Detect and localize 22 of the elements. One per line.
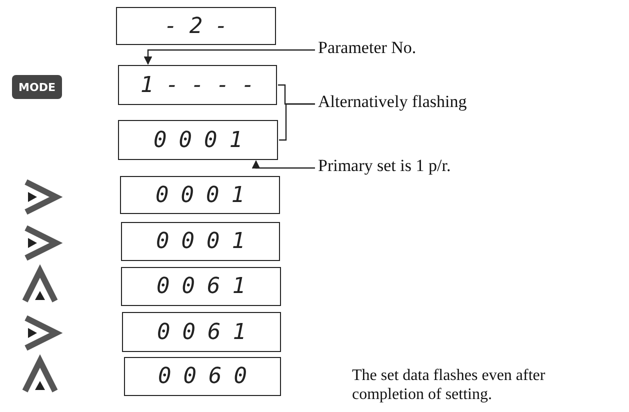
display-panel <box>121 222 280 261</box>
display-panel <box>121 267 281 306</box>
display-panel <box>116 7 276 45</box>
display-readout: 0001 <box>156 229 257 254</box>
display-readout: -2- <box>164 14 240 38</box>
mode-key: MODE <box>12 75 62 99</box>
display-readout: 0001 <box>154 128 254 152</box>
display-panel <box>124 357 281 396</box>
display-readout: 0061 <box>156 274 258 299</box>
display-readout: 1---- <box>140 72 267 98</box>
display-readout: 0061 <box>157 320 258 344</box>
display-readout: 0001 <box>156 182 256 208</box>
display-panel <box>118 65 277 105</box>
annotation-text: Alternatively flashing <box>318 92 467 112</box>
display-readout: 0060 <box>158 364 259 389</box>
display-panel <box>118 120 278 160</box>
leader-line <box>144 49 315 65</box>
display-panel <box>122 312 281 352</box>
leader-line <box>252 160 315 169</box>
display-panel <box>120 176 280 214</box>
leader-line <box>279 103 315 141</box>
note-text: The set data flashes even after completion of setting. <box>352 366 546 404</box>
